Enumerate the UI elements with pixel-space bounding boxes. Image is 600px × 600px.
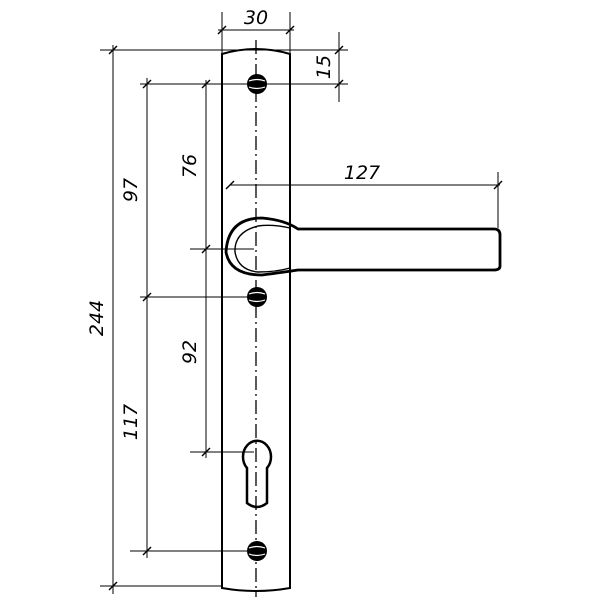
dim-label-top-offset: 15 xyxy=(313,55,335,79)
keyhole xyxy=(241,439,273,509)
dimension-ticks xyxy=(108,25,503,591)
back-plate xyxy=(221,40,291,597)
lever-handle xyxy=(224,216,502,277)
dimension-lines xyxy=(100,12,500,594)
dim-label-117: 117 xyxy=(120,404,142,440)
dim-label-plate-width: 30 xyxy=(244,7,268,29)
dim-label-handle-length: 127 xyxy=(344,162,380,184)
screw-hole-middle xyxy=(247,287,267,307)
screw-hole-bottom xyxy=(247,541,267,561)
dim-label-76: 76 xyxy=(179,154,201,178)
dim-label-97: 97 xyxy=(120,178,142,202)
dimension-labels: 30 15 127 76 97 92 117 244 xyxy=(86,7,380,440)
lever-inner-contour xyxy=(234,224,291,273)
dim-label-92: 92 xyxy=(179,340,201,364)
dim-label-total-length: 244 xyxy=(86,300,108,336)
screw-holes xyxy=(247,74,267,561)
lever-outline xyxy=(224,216,502,277)
